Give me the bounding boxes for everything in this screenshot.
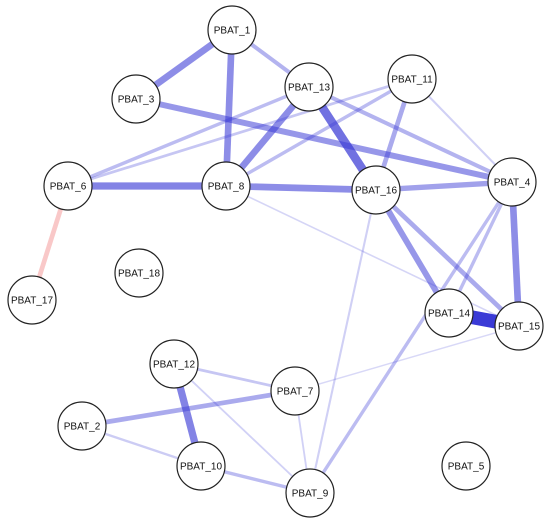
edge-pbat_4-pbat_9: [308, 181, 514, 494]
node-label: PBAT_9: [292, 489, 329, 500]
node-circle: [284, 62, 334, 112]
node-pbat_8: PBAT_8: [201, 161, 251, 211]
edge-pbat_8-pbat_11: [225, 77, 413, 188]
node-pbat_6: PBAT_6: [43, 161, 93, 211]
node-circle: [270, 366, 320, 416]
node-circle: [57, 401, 107, 451]
node-label: PBAT_15: [498, 322, 540, 333]
node-circle: [487, 157, 537, 207]
node-label: PBAT_1: [214, 26, 251, 37]
node-pbat_18: PBAT_18: [114, 248, 164, 298]
node-label: PBAT_2: [64, 422, 101, 433]
node-pbat_12: PBAT_12: [149, 339, 199, 389]
node-circle: [43, 161, 93, 211]
node-pbat_17: PBAT_17: [7, 275, 57, 325]
node-circle: [387, 54, 437, 104]
node-pbat_14: PBAT_14: [424, 288, 474, 338]
node-pbat_10: PBAT_10: [176, 441, 226, 491]
node-circle: [424, 288, 474, 338]
node-pbat_7: PBAT_7: [270, 366, 320, 416]
node-label: PBAT_12: [153, 360, 195, 371]
edge-pbat_7-pbat_15: [294, 325, 520, 392]
edge-pbat_1-pbat_8: [222, 29, 236, 187]
node-label: PBAT_17: [11, 296, 53, 307]
edge-pbat_6-pbat_11: [67, 77, 413, 188]
node-pbat_2: PBAT_2: [57, 401, 107, 451]
node-pbat_1: PBAT_1: [207, 5, 257, 55]
node-layer: PBAT_1PBAT_2PBAT_3PBAT_4PBAT_5PBAT_6PBAT…: [7, 5, 544, 518]
node-circle: [494, 301, 544, 351]
node-label: PBAT_5: [448, 462, 485, 473]
edge-pbat_13-pbat_4: [308, 85, 513, 184]
node-label: PBAT_8: [208, 182, 245, 193]
node-circle: [351, 165, 401, 215]
node-circle: [111, 74, 161, 124]
node-circle: [176, 441, 226, 491]
node-pbat_3: PBAT_3: [111, 74, 161, 124]
node-label: PBAT_6: [50, 182, 87, 193]
edge-pbat_3-pbat_4: [135, 96, 513, 185]
edge-pbat_16-pbat_15: [374, 188, 521, 328]
node-pbat_13: PBAT_13: [284, 62, 334, 112]
node-pbat_5: PBAT_5: [441, 441, 491, 491]
node-circle: [201, 161, 251, 211]
edge-pbat_8-pbat_16: [225, 182, 377, 194]
edge-pbat_6-pbat_13: [67, 85, 310, 188]
edge-pbat_12-pbat_9: [173, 363, 311, 494]
node-pbat_9: PBAT_9: [285, 468, 335, 518]
node-label: PBAT_18: [118, 269, 160, 280]
node-label: PBAT_4: [494, 178, 531, 189]
node-circle: [149, 339, 199, 389]
node-circle: [114, 248, 164, 298]
node-pbat_4: PBAT_4: [487, 157, 537, 207]
node-label: PBAT_16: [355, 186, 397, 197]
node-label: PBAT_7: [277, 387, 314, 398]
node-label: PBAT_11: [391, 75, 433, 86]
node-circle: [441, 441, 491, 491]
node-circle: [207, 5, 257, 55]
node-pbat_16: PBAT_16: [351, 165, 401, 215]
node-circle: [285, 468, 335, 518]
node-label: PBAT_10: [180, 462, 222, 473]
node-label: PBAT_14: [428, 309, 470, 320]
node-pbat_11: PBAT_11: [387, 54, 437, 104]
node-label: PBAT_13: [288, 83, 330, 94]
node-pbat_15: PBAT_15: [494, 301, 544, 351]
edge-pbat_16-pbat_9: [308, 189, 378, 494]
node-label: PBAT_3: [118, 95, 155, 106]
node-circle: [7, 275, 57, 325]
